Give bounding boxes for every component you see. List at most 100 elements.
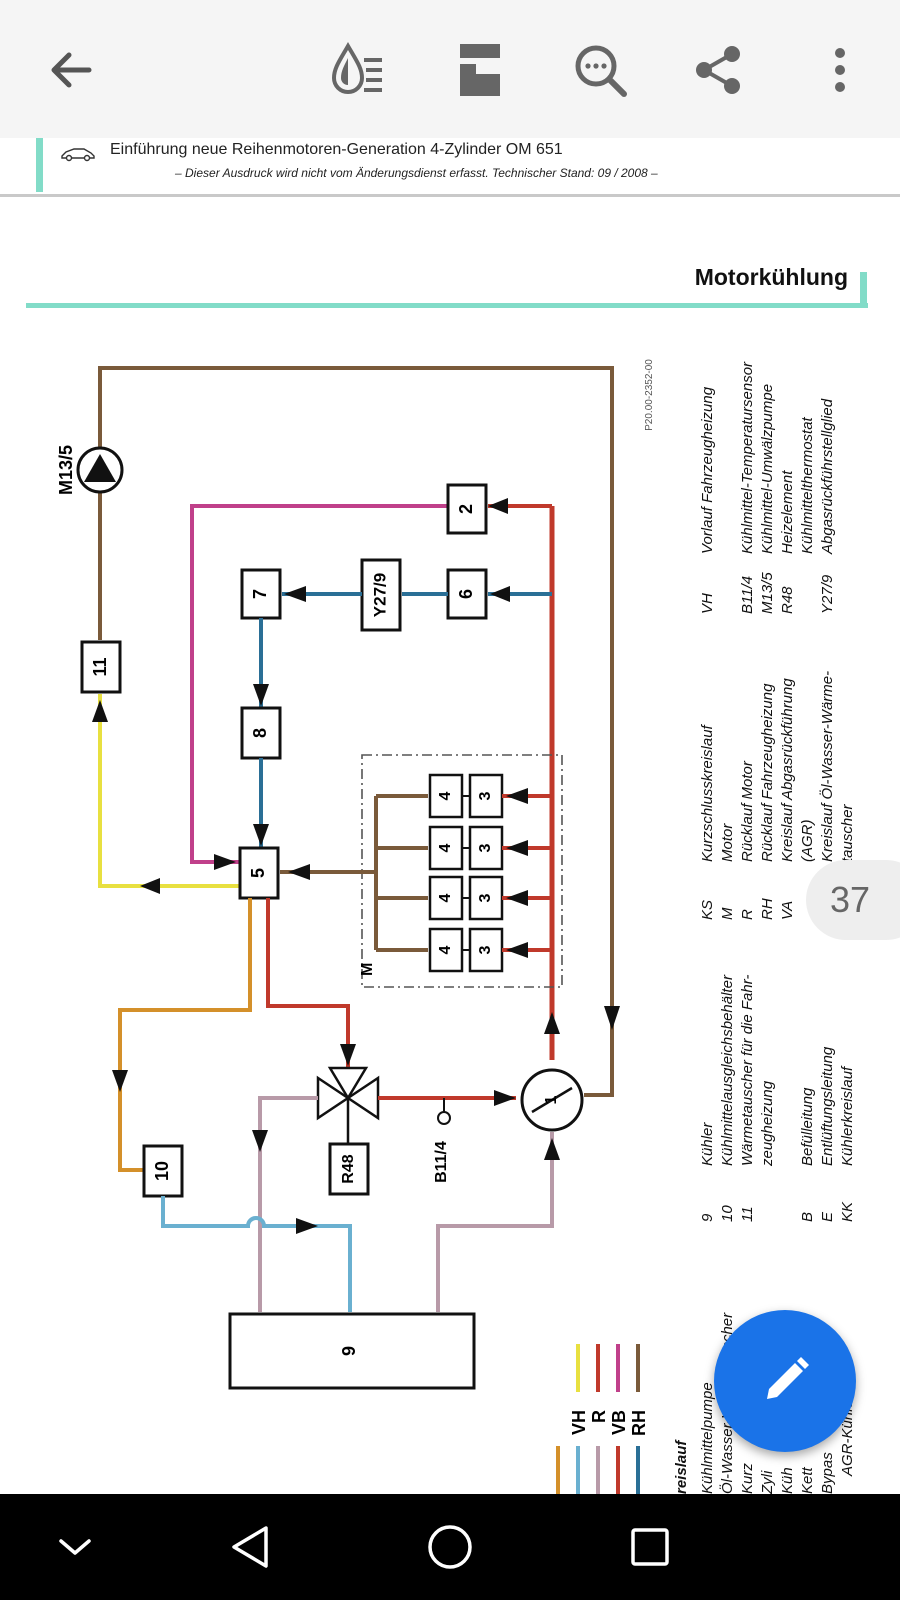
document-header-title: Einführung neue Reihenmotoren-Generation… — [110, 141, 563, 158]
legend-text-item: Kühlmittelthermostat — [799, 416, 816, 554]
line-yellow-vh — [98, 694, 240, 888]
nav-home-button[interactable] — [400, 1512, 500, 1582]
line-brown-outer — [98, 366, 614, 1097]
arrow — [140, 878, 160, 894]
legend-text-item: Kühlmittel-Umwälzpumpe — [759, 384, 776, 554]
legend-text-item: Vorlauf Fahrzeugheizung — [699, 386, 716, 554]
arrow — [604, 1006, 620, 1030]
line-pink-radiator — [436, 1132, 554, 1312]
legend-text-item: Kreislauf Abgasrückführung — [779, 678, 796, 862]
legend-code: 9 — [699, 1213, 716, 1222]
search-button[interactable] — [560, 30, 640, 110]
legend-text-item: Kurzschlusskreislauf — [699, 723, 716, 862]
reading-mode-icon — [331, 41, 382, 94]
legend-code: R — [739, 909, 756, 920]
legend-text-item: Kühlmittelausgleichsbehälter — [719, 974, 736, 1166]
legend-text-item: Abgasrückführstellglied — [819, 398, 836, 555]
share-button[interactable] — [678, 30, 758, 110]
box-r48 — [328, 1142, 370, 1196]
legend-text-item: Rücklauf Fahrzeugheizung — [759, 683, 776, 862]
arrow — [490, 586, 510, 602]
nav-back-button[interactable] — [200, 1512, 300, 1582]
label-cyl-3: 3 — [477, 893, 494, 902]
line-type-legend: VH R VB RH — [556, 1344, 649, 1494]
line-pink-bypass — [258, 1096, 318, 1312]
collapse-button[interactable] — [25, 1512, 125, 1582]
legend-code: 11 — [739, 1206, 756, 1222]
label-box-10: 10 — [152, 1161, 172, 1181]
label-cyl-3: 3 — [477, 843, 494, 852]
header-divider — [0, 194, 900, 197]
chevron-down-icon — [59, 1539, 91, 1555]
thermostat-valve — [316, 1066, 380, 1144]
legend-code: B11/4 — [739, 576, 756, 614]
label-y27-9: Y27/9 — [370, 573, 389, 617]
section-marker — [860, 272, 867, 308]
back-button[interactable] — [30, 30, 110, 110]
section-underline — [26, 303, 868, 308]
legend-text-item: Kühlmittel-Temperatursensor — [739, 361, 756, 554]
system-navigation-bar — [0, 1494, 900, 1600]
legend-item: Kühlmittelpumpe — [699, 1382, 716, 1494]
line-magenta — [190, 504, 450, 864]
legend-rh: RH — [629, 1410, 649, 1436]
box-8 — [240, 706, 282, 760]
legend-text-item: Motor — [719, 823, 736, 862]
label-cyl-4: 4 — [437, 791, 454, 800]
legend-code: B — [799, 1212, 816, 1222]
page-number-badge: 37 — [806, 860, 900, 940]
legend-code: VA — [779, 901, 796, 920]
legend-item: Zyli — [759, 1470, 776, 1494]
legend-code: R48 — [779, 586, 796, 614]
line-brown-engine — [280, 794, 428, 952]
diagram-code: P20.00-2352-00 — [644, 359, 655, 431]
page-layout-icon — [460, 44, 500, 96]
edit-fab-button[interactable] — [714, 1310, 856, 1452]
arrow — [544, 1012, 560, 1034]
share-icon — [696, 46, 740, 94]
label-box-7: 7 — [250, 589, 270, 599]
label-box-11: 11 — [90, 657, 110, 676]
legend-text-item: (AGR) — [799, 820, 816, 863]
legend-text-item: Befülleitung — [799, 1087, 816, 1166]
label-pump-1: 1 — [543, 1095, 560, 1104]
document-header-subtitle: – Dieser Ausdruck wird nicht vom Änderun… — [175, 166, 658, 180]
line-red-return — [266, 898, 350, 1070]
more-options-button[interactable] — [800, 30, 880, 110]
pump-m13-5-arrow — [84, 454, 116, 482]
legend-heading: reislauf — [673, 1439, 690, 1494]
label-cyl-3: 3 — [477, 945, 494, 954]
legend-text-item: Rücklauf Motor — [739, 760, 756, 862]
document-page[interactable]: Einführung neue Reihenmotoren-Generation… — [0, 138, 900, 1494]
legend-vb: VB — [609, 1410, 629, 1435]
page-layout-button[interactable] — [440, 30, 520, 110]
radiator-9 — [228, 1312, 476, 1390]
more-vert-icon — [835, 48, 845, 92]
document-header — [36, 138, 900, 192]
legend-text-item: tauscher — [839, 803, 856, 862]
legend-text-item: Heizelement — [779, 470, 796, 554]
label-box-9: 9 — [339, 1346, 359, 1356]
label-box-5: 5 — [248, 868, 268, 878]
legend-code: RH — [759, 898, 776, 920]
box-2 — [446, 483, 488, 535]
recents-icon — [631, 1528, 669, 1566]
legend-code: M — [719, 907, 736, 920]
arrow — [488, 498, 508, 514]
car-icon — [61, 148, 95, 162]
back-icon — [232, 1526, 268, 1568]
reading-mode-button[interactable] — [318, 30, 398, 110]
label-box-6: 6 — [456, 589, 476, 599]
line-orange-fill — [118, 898, 252, 1172]
arrow — [284, 586, 306, 602]
cooling-circuit-diagram: M13/5 11 2 6 Y27/9 7 8 — [56, 359, 856, 1494]
arrow — [288, 864, 310, 880]
nav-recents-button[interactable] — [600, 1512, 700, 1582]
legend-text-item: zeugheizung — [759, 1080, 776, 1167]
label-m13-5: M13/5 — [56, 445, 76, 495]
legend-code: KK — [839, 1201, 856, 1222]
legend-text-item: Kühlerkreislauf — [839, 1065, 856, 1166]
label-b11-4: B11/4 — [433, 1141, 450, 1183]
legend-code: M13/5 — [759, 572, 776, 614]
pencil-icon — [767, 1357, 809, 1399]
